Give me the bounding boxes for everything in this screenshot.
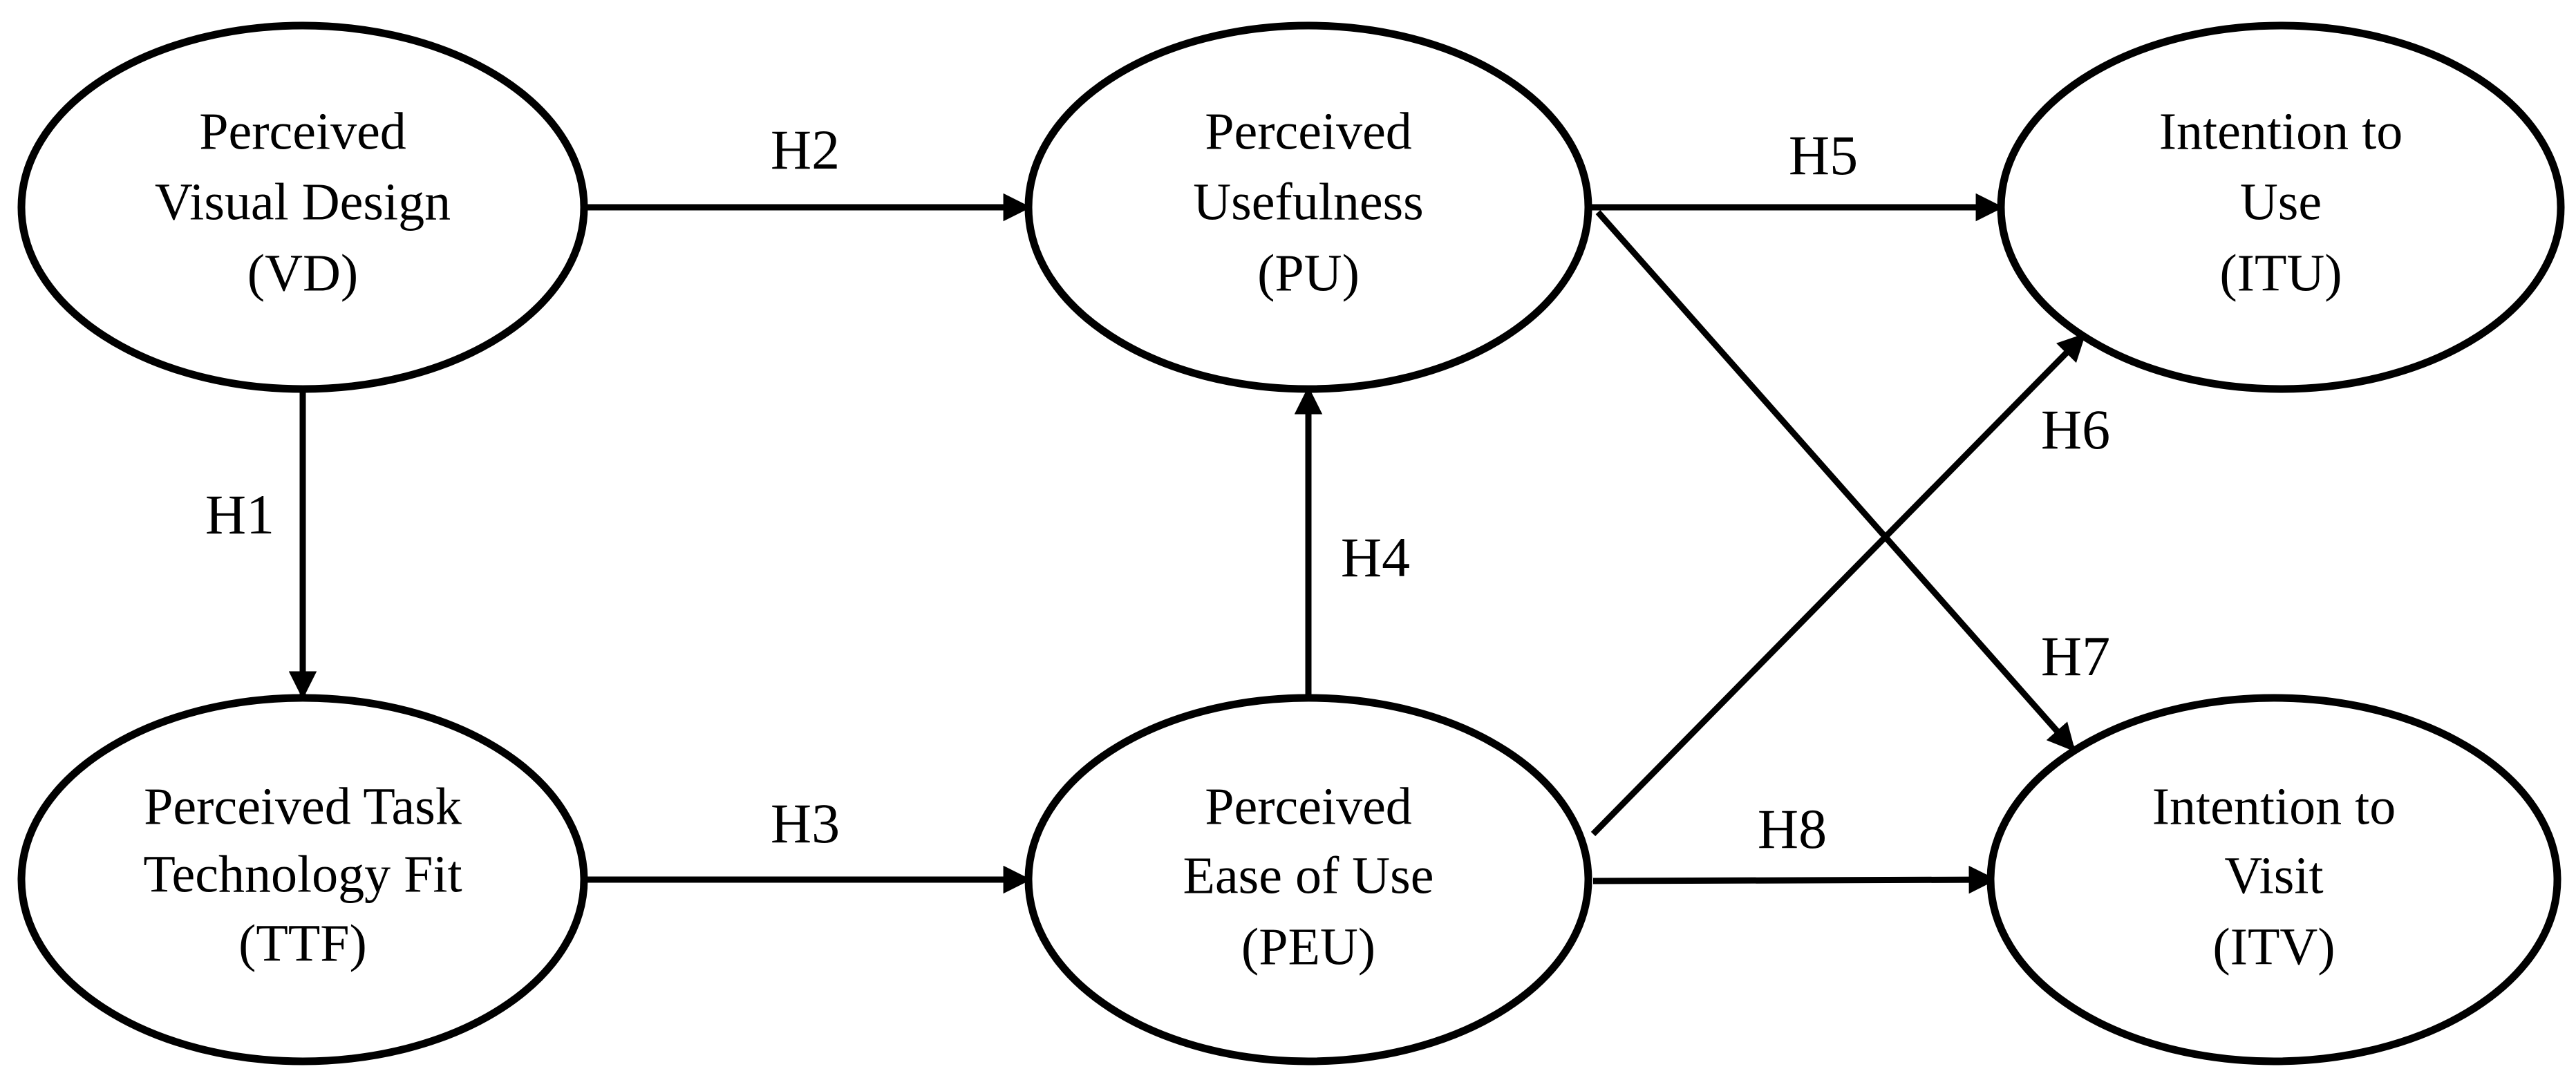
node-ttf: Perceived Task Technology Fit (TTF): [17, 694, 588, 1065]
node-itv-line-1: Intention to: [2152, 777, 2396, 835]
edge-h8-arrow: [1592, 865, 1997, 894]
edge-label-h7: H7: [2041, 625, 2110, 688]
node-vd-line-3: (VD): [247, 244, 358, 302]
node-peu-line-3: (PEU): [1241, 918, 1375, 976]
edge-label-h1: H1: [205, 483, 274, 546]
node-ttf-line-1: Perceived Task: [144, 777, 462, 835]
edges: [288, 193, 2087, 894]
node-ttf-line-2: Technology Fit: [143, 845, 462, 903]
edge-label-h2: H2: [771, 118, 840, 181]
node-pu-line-3: (PU): [1257, 244, 1360, 302]
node-itu-line-2: Use: [2240, 173, 2322, 231]
node-vd: Perceived Visual Design (VD): [17, 21, 588, 393]
node-vd-line-2: Visual Design: [155, 173, 451, 231]
node-pu-line-2: Usefulness: [1193, 173, 1424, 231]
edge-label-h3: H3: [771, 792, 840, 855]
edge-label-h5: H5: [1789, 124, 1858, 187]
node-itv: Intention to Visit (ITV): [1986, 694, 2561, 1065]
edge-label-h4: H4: [1341, 526, 1410, 589]
node-itv-line-2: Visit: [2224, 846, 2323, 904]
node-itv-line-3: (ITV): [2212, 918, 2335, 976]
node-peu: Perceived Ease of Use (PEU): [1024, 694, 1592, 1065]
node-itu-ellipse: [1997, 21, 2565, 393]
edge-h6-arrow: [1590, 332, 2087, 837]
node-peu-line-1: Perceived: [1205, 777, 1412, 835]
node-itu-line-1: Intention to: [2159, 102, 2403, 160]
node-pu: Perceived Usefulness (PU): [1024, 21, 1592, 393]
node-ttf-line-3: (TTF): [238, 914, 367, 972]
node-itu: Intention to Use (ITU): [1997, 21, 2565, 393]
node-itv-ellipse: [1986, 694, 2561, 1065]
node-ttf-ellipse: [17, 694, 588, 1065]
node-peu-ellipse: [1024, 694, 1592, 1065]
edge-labels: H1 H2 H3 H4 H5 H6 H7 H8: [205, 118, 2110, 860]
node-pu-ellipse: [1024, 21, 1592, 393]
edge-label-h8: H8: [1758, 797, 1827, 860]
node-peu-line-2: Ease of Use: [1183, 846, 1434, 904]
node-vd-ellipse: [17, 21, 588, 393]
edge-label-h6: H6: [2041, 398, 2110, 461]
node-pu-line-1: Perceived: [1205, 102, 1412, 160]
edge-h7-arrow: [1595, 210, 2076, 752]
node-itu-line-3: (ITU): [2219, 244, 2342, 302]
node-vd-line-1: Perceived: [199, 102, 406, 160]
